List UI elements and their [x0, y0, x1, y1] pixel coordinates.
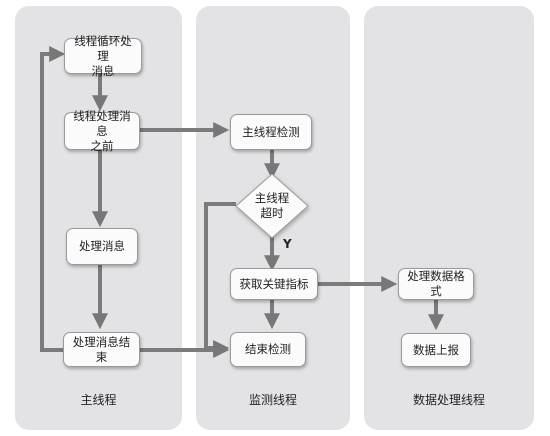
- node-end-check: 结束检测: [230, 332, 306, 367]
- edge-label-yes: Y: [283, 237, 292, 251]
- node-get-key-metrics: 获取关键指标: [230, 268, 318, 300]
- lane-title-monitor-thread: 监测线程: [248, 393, 297, 407]
- node-thread-loop: 线程循环处理 消息: [64, 34, 142, 78]
- node-format-data: 处理数据格式: [398, 268, 474, 300]
- node-main-thread-timeout: 主线程 超时: [254, 191, 290, 220]
- node-processing-end: 处理消息结束: [63, 332, 140, 367]
- node-process-message: 处理消息: [66, 228, 138, 265]
- node-report-data: 数据上报: [401, 333, 471, 367]
- node-main-thread-check: 主线程检测: [230, 114, 312, 150]
- decision-diamond: [235, 173, 309, 239]
- lane-title-data-thread: 数据处理线程: [412, 393, 485, 407]
- lane-title-main-thread: 主线程: [80, 393, 117, 407]
- node-before-processing: 线程处理消息 之前: [64, 109, 140, 153]
- edge-end-to-loop: [40, 46, 66, 352]
